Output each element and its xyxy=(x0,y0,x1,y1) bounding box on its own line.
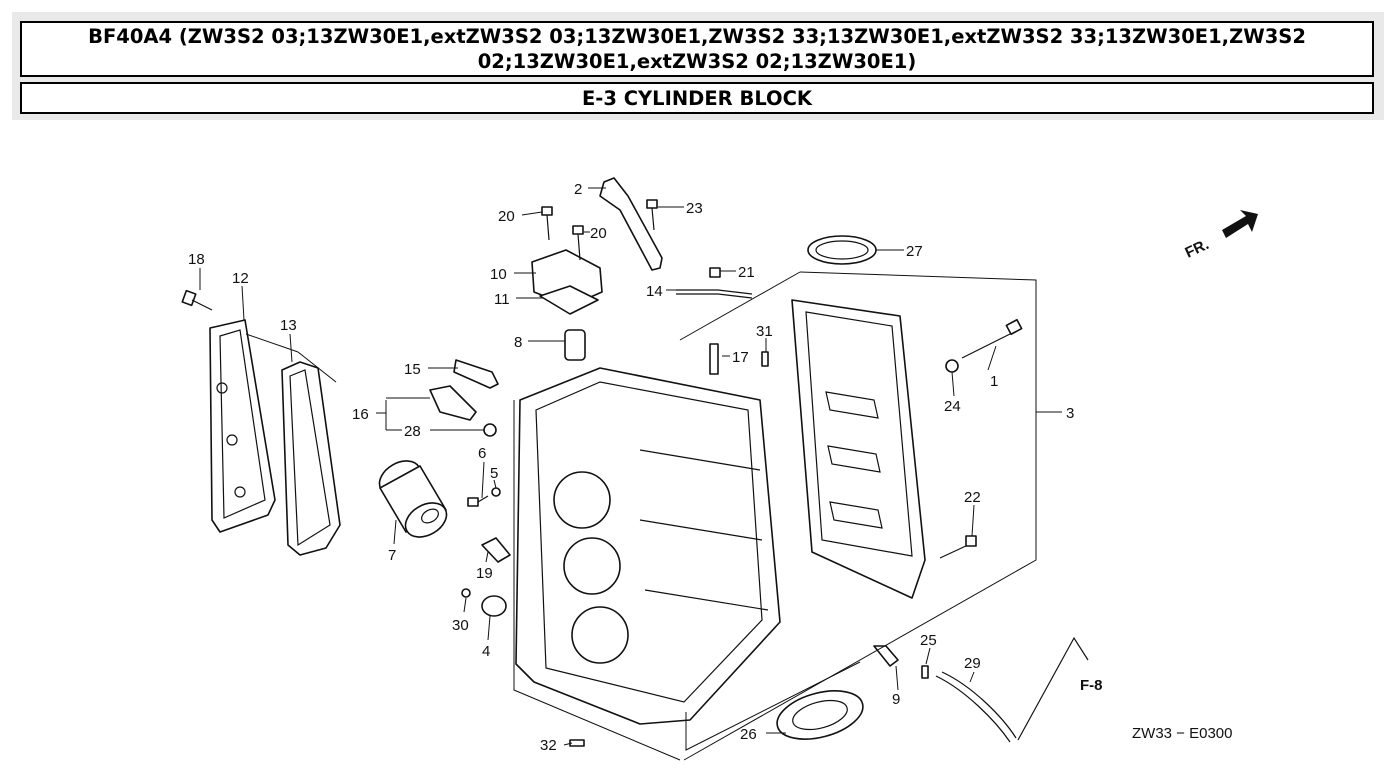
fitting-19[interactable] xyxy=(481,537,511,563)
callout-22: 22 xyxy=(964,489,981,506)
callout-29: 29 xyxy=(964,655,981,672)
callout-6: 6 xyxy=(478,445,486,462)
callout-28: 28 xyxy=(404,423,421,440)
callout-13: 13 xyxy=(280,317,297,334)
gasket-11[interactable] xyxy=(539,285,599,315)
callout-21: 21 xyxy=(738,264,755,281)
callout-24: 24 xyxy=(944,398,961,415)
callout-7: 7 xyxy=(388,547,396,564)
callout-8: 8 xyxy=(514,334,522,351)
callout-16: 16 xyxy=(352,406,369,423)
bolt-23[interactable] xyxy=(646,199,658,231)
callout-25: 25 xyxy=(920,632,937,649)
callout-11: 11 xyxy=(494,291,510,308)
oil-filter-7[interactable] xyxy=(373,454,452,544)
sensor-16[interactable] xyxy=(429,385,477,421)
callout-15: 15 xyxy=(404,361,421,378)
callout-27: 27 xyxy=(906,243,923,260)
bracket-2[interactable] xyxy=(599,177,663,271)
o-ring-28[interactable] xyxy=(483,423,497,437)
callout-26: 26 xyxy=(740,726,757,743)
pin-32[interactable] xyxy=(569,739,585,747)
bolt-17[interactable] xyxy=(709,343,719,375)
thermostat-8[interactable] xyxy=(564,329,586,361)
exploded-parts-diagram: FR. F-8 ZW33 − E0300 xyxy=(181,177,1258,761)
callout-20: 20 xyxy=(498,208,515,225)
callout-leaders xyxy=(199,187,1062,746)
gasket-13[interactable] xyxy=(281,361,341,556)
cylinder-block[interactable] xyxy=(515,367,781,725)
callout-23: 23 xyxy=(686,200,703,217)
callout-4: 4 xyxy=(482,643,490,660)
bolt-1[interactable] xyxy=(961,318,1023,359)
callout-14: 14 xyxy=(646,283,663,300)
nut-21[interactable] xyxy=(709,267,721,278)
crankcase-3[interactable] xyxy=(791,299,926,599)
gasket-12[interactable] xyxy=(209,319,276,533)
washer-24[interactable] xyxy=(945,359,959,373)
reference-label: F-8 xyxy=(1080,677,1103,694)
front-label: FR. xyxy=(1183,236,1212,262)
bolt-6[interactable] xyxy=(467,495,489,507)
callout-20-b: 20 xyxy=(590,225,607,242)
drawing-code: ZW33 − E0300 xyxy=(1132,725,1232,742)
callout-19: 19 xyxy=(476,565,493,582)
bolt-20-b[interactable] xyxy=(572,225,584,261)
callout-32: 32 xyxy=(540,737,557,754)
bolt-22[interactable] xyxy=(939,535,977,559)
seal-27[interactable] xyxy=(807,235,877,265)
page-title: BF40A4 (ZW3S2 03;13ZW30E1,extZW3S2 03;13… xyxy=(20,21,1374,77)
pin-25[interactable] xyxy=(921,665,929,679)
callout-18: 18 xyxy=(188,251,205,268)
callout-1: 1 xyxy=(990,373,998,390)
callout-9: 9 xyxy=(892,691,900,708)
pin-31[interactable] xyxy=(761,351,769,367)
hose-29[interactable] xyxy=(935,636,1089,743)
bolt-9[interactable] xyxy=(873,645,899,667)
callout-2: 2 xyxy=(574,181,582,198)
callout-3: 3 xyxy=(1066,405,1074,422)
sensor-15[interactable] xyxy=(453,359,499,389)
header-panel: BF40A4 (ZW3S2 03;13ZW30E1,extZW3S2 03;13… xyxy=(12,12,1384,120)
callout-17: 17 xyxy=(732,349,749,366)
callout-12: 12 xyxy=(232,270,249,287)
tube-14[interactable] xyxy=(676,289,753,299)
callout-labels: 1 2 3 4 5 6 7 8 9 10 11 12 13 14 15 16 1… xyxy=(188,181,1074,754)
callout-31: 31 xyxy=(756,323,773,340)
bolt-30[interactable] xyxy=(461,588,471,598)
bolt-20-a[interactable] xyxy=(541,206,553,241)
front-arrow-icon xyxy=(1222,210,1258,238)
callout-30: 30 xyxy=(452,617,469,634)
bearing-26[interactable] xyxy=(772,682,868,747)
callout-10: 10 xyxy=(490,266,507,283)
section-title: E-3 CYLINDER BLOCK xyxy=(20,82,1374,114)
plug-4[interactable] xyxy=(481,595,507,617)
assembly-lines xyxy=(245,271,1037,761)
callout-5: 5 xyxy=(490,465,498,482)
washer-5[interactable] xyxy=(491,487,501,497)
bolt-18[interactable] xyxy=(181,289,213,311)
